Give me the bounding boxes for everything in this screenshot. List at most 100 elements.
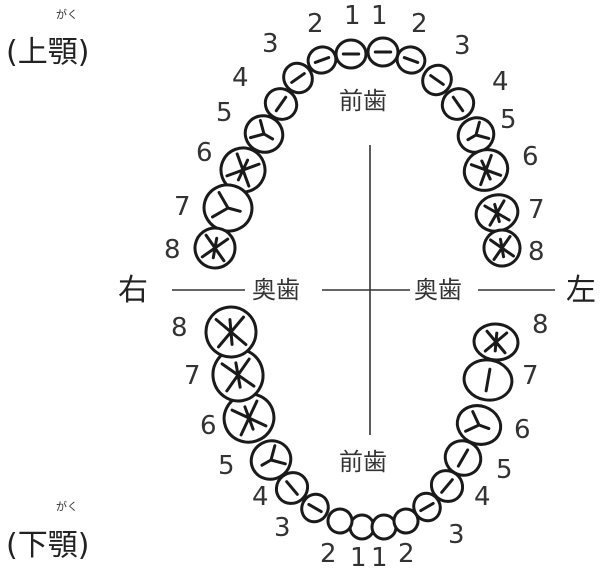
lower-right-tooth-3-groove: [307, 502, 323, 514]
upper-right-tooth-3: [282, 61, 314, 95]
front-teeth-lower-label: 前歯: [339, 448, 387, 476]
lower-right-tooth-7-groove: [220, 357, 256, 393]
upper-right-number-6: 6: [196, 138, 213, 168]
lower-right-tooth-1-outline: [348, 513, 376, 541]
lower-left-number-8: 8: [532, 310, 549, 340]
lower-right-tooth-8-groove: [214, 315, 248, 349]
upper-left-number-7: 7: [528, 195, 545, 225]
lower-right-number-6: 6: [200, 411, 217, 441]
upper-left-number-3: 3: [454, 31, 471, 61]
lower-right-tooth-2-outline: [326, 507, 354, 535]
upper-right-number-2: 2: [307, 9, 324, 39]
lower-right-tooth-3: [300, 492, 330, 524]
lower-right-tooth-6-groove: [230, 399, 268, 437]
lower-left-tooth-7-groove: [484, 367, 492, 393]
upper-left-number-4: 4: [492, 67, 509, 97]
upper-right-tooth-5-groove: [248, 118, 275, 141]
upper-right-number-3: 3: [262, 29, 279, 59]
lower-right-tooth-2: [326, 507, 354, 535]
lower-right-tooth-5-groove: [260, 444, 287, 467]
upper-right-tooth-4: [263, 87, 299, 121]
lower-right-tooth-5: [249, 439, 293, 481]
upper-left-tooth-4: [440, 87, 476, 121]
upper-left-tooth-3: [421, 63, 453, 97]
upper-left-tooth-8: [482, 228, 522, 268]
lower-right-tooth-8: [204, 305, 258, 359]
back-teeth-left-label: 奥歯: [414, 276, 462, 304]
lower-right-tooth-7: [211, 347, 265, 403]
upper-right-number-5: 5: [216, 98, 233, 128]
upper-right-number-8: 8: [164, 235, 181, 265]
upper-right-number-7: 7: [174, 192, 191, 222]
left-side-label: 左: [566, 273, 596, 308]
lower-left-tooth-1-outline: [370, 513, 398, 541]
upper-left-number-6: 6: [522, 142, 539, 172]
lower-left-tooth-4: [429, 469, 465, 503]
teeth-group: [193, 36, 522, 541]
upper-left-tooth-3-groove: [429, 74, 445, 86]
upper-right-tooth-8-groove: [200, 233, 230, 263]
upper-right-number-4: 4: [232, 63, 249, 93]
lower-right-number-1: 1: [350, 543, 367, 573]
lower-right-number-4: 4: [252, 482, 269, 512]
lower-right-number-8: 8: [171, 313, 188, 343]
lower-left-tooth-4-groove: [440, 478, 454, 494]
upper-right-tooth-3-groove: [290, 72, 306, 84]
lower-left-tooth-6: [455, 404, 503, 446]
upper-left-tooth-5-groove: [466, 120, 491, 142]
upper-jaw-reading: がく: [56, 7, 78, 21]
upper-right-tooth-6-groove: [225, 152, 261, 188]
lower-left-tooth-5-groove: [456, 448, 470, 468]
lower-left-tooth-3: [412, 491, 442, 523]
upper-right-tooth-2: [306, 45, 338, 75]
lower-right-tooth-4-groove: [285, 480, 299, 496]
upper-right-tooth-5: [243, 114, 285, 154]
upper-left-tooth-4-groove: [451, 95, 465, 113]
lower-left-number-6: 6: [514, 415, 531, 445]
upper-left-tooth-8-groove: [489, 235, 515, 261]
lower-left-tooth-3-groove: [419, 501, 435, 513]
upper-right-tooth-4-groove: [274, 95, 288, 113]
lower-left-number-3: 3: [448, 520, 465, 550]
upper-left-tooth-7: [474, 193, 520, 233]
upper-jaw-label: (上顎): [6, 35, 89, 70]
lower-jaw-label: (下顎): [6, 528, 89, 563]
lower-left-tooth-7: [462, 358, 514, 402]
upper-right-tooth-1: [334, 38, 368, 70]
upper-left-number-5: 5: [500, 105, 517, 135]
lower-left-tooth-8-groove: [483, 329, 509, 355]
lower-left-number-7: 7: [522, 361, 539, 391]
upper-left-tooth-7-groove: [483, 199, 511, 227]
front-teeth-upper-label: 前歯: [339, 87, 387, 115]
upper-left-tooth-2-groove: [402, 56, 420, 64]
lower-left-number-5: 5: [496, 455, 513, 485]
upper-left-number-2: 2: [411, 9, 428, 39]
lower-left-number-4: 4: [474, 482, 491, 512]
upper-right-tooth-8: [193, 226, 237, 270]
lower-left-tooth-1: [370, 513, 398, 541]
lower-right-number-5: 5: [218, 451, 235, 481]
lower-right-tooth-1: [348, 513, 376, 541]
upper-right-tooth-7-groove: [211, 191, 242, 219]
lower-right-number-3: 3: [274, 513, 291, 543]
lower-left-tooth-6-groove: [464, 410, 491, 433]
upper-right-tooth-2-groove: [313, 56, 331, 64]
lower-right-number-7: 7: [184, 361, 201, 391]
upper-left-number-8: 8: [528, 237, 545, 267]
lower-left-tooth-8: [472, 322, 520, 362]
upper-left-tooth-1: [366, 36, 400, 68]
lower-jaw-reading: がく: [56, 499, 78, 513]
upper-left-tooth-6-groove: [469, 153, 503, 187]
lower-right-tooth-6: [222, 392, 276, 444]
upper-left-tooth-6: [462, 148, 510, 192]
back-teeth-right-label: 奥歯: [252, 276, 300, 304]
lower-right-number-2: 2: [320, 539, 337, 569]
upper-left-number-1: 1: [371, 1, 388, 31]
upper-left-tooth-2: [395, 45, 427, 75]
lower-left-number-2: 2: [398, 539, 415, 569]
right-side-label: 右: [118, 273, 148, 308]
upper-right-number-1: 1: [344, 1, 361, 31]
lower-left-number-1: 1: [371, 543, 388, 573]
